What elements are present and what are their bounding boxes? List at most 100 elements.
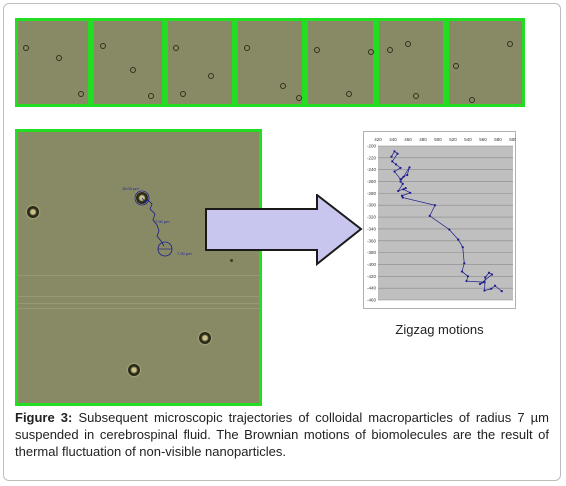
y-tick-label: -300	[367, 203, 377, 208]
trajectory-point	[391, 160, 394, 163]
track-start-marker	[134, 190, 150, 206]
particle-dot	[230, 259, 233, 262]
right-arrow-icon	[205, 194, 363, 266]
x-tick-label: 520	[449, 137, 457, 142]
trajectory-point	[463, 262, 466, 265]
particle-track	[141, 197, 165, 247]
colloidal-particle	[199, 332, 211, 344]
trajectory-point	[433, 204, 437, 207]
scale-label: 15.00 µm	[122, 186, 139, 191]
y-tick-label: -420	[367, 274, 377, 279]
trajectory-point	[461, 246, 464, 249]
time-lapse-frame	[91, 18, 165, 107]
focus-streak	[18, 296, 259, 297]
x-tick-label: 540	[464, 137, 472, 142]
trajectory-point	[483, 289, 486, 292]
trajectory-overlay	[134, 190, 173, 257]
trajectory-point	[393, 150, 396, 153]
trajectory-point	[409, 191, 412, 194]
trajectory-point	[493, 284, 497, 287]
trajectory-point	[390, 155, 393, 158]
colloidal-particle	[128, 364, 140, 376]
colloidal-particle	[27, 206, 39, 218]
trajectory-point	[399, 178, 402, 181]
trajectory-point	[399, 166, 402, 170]
trajectory-point	[478, 282, 482, 286]
trajectory-point	[400, 194, 404, 197]
x-tick-label: 440	[389, 137, 397, 142]
particle-dot	[387, 47, 393, 53]
x-tick-label: 460	[404, 137, 412, 142]
x-tick-label: 560	[479, 137, 487, 142]
particle-dot	[130, 67, 136, 73]
trajectory-series	[390, 150, 503, 293]
trajectory-point	[394, 163, 398, 166]
trajectory-point	[397, 189, 400, 193]
x-tick-label: 580	[494, 137, 502, 142]
particle-dot	[405, 41, 411, 47]
trajectory-point	[408, 166, 411, 169]
y-tick-label: -200	[367, 144, 377, 149]
y-tick-label: -220	[367, 155, 377, 160]
trajectory-point	[465, 279, 468, 283]
trajectory-point	[404, 186, 407, 190]
time-lapse-frame	[446, 18, 525, 107]
trajectory-point	[490, 287, 493, 290]
y-tick-label: -280	[367, 191, 377, 196]
trajectory-point	[457, 238, 460, 241]
time-lapse-frame	[235, 18, 305, 107]
trajectory-point	[402, 175, 405, 178]
particle-dot	[469, 97, 475, 103]
time-lapse-frame	[165, 18, 235, 107]
focus-streak	[18, 303, 259, 304]
particle-dot	[23, 45, 29, 51]
particle-dot	[507, 41, 513, 47]
particle-dot	[173, 45, 179, 51]
scale-label: 7.00 µm	[177, 251, 192, 256]
y-tick-label: -260	[367, 179, 377, 184]
y-tick-label: -460	[367, 298, 377, 303]
trajectory-point	[428, 214, 431, 217]
time-lapse-frame	[376, 18, 446, 107]
trajectory-point	[484, 276, 487, 279]
trajectory-point	[402, 188, 405, 191]
y-tick-label: -380	[367, 250, 377, 255]
y-tick-label: -340	[367, 226, 377, 231]
caption-label: Figure 3:	[15, 410, 73, 425]
particle-dot	[148, 93, 154, 99]
scale-label: 7.00 µm	[155, 219, 170, 224]
focus-streak	[18, 275, 259, 276]
particle-dot	[413, 93, 419, 99]
time-lapse-frame	[305, 18, 376, 107]
y-tick-label: -240	[367, 167, 377, 172]
trajectory-point	[448, 228, 451, 231]
plot-gridlines	[378, 145, 513, 301]
particle-dot	[368, 49, 374, 55]
particle-dot	[56, 55, 62, 61]
figure-caption: Figure 3: Subsequent microscopic traject…	[15, 409, 549, 460]
trajectory-point	[401, 196, 404, 199]
trajectory-point	[396, 152, 399, 155]
trajectory-point	[401, 182, 404, 186]
y-axis: -200-220-240-260-280-300-320-340-360-380…	[367, 144, 377, 303]
particle-dot	[100, 43, 106, 49]
x-tick-label: 500	[434, 137, 442, 142]
x-tick-label: 420	[374, 137, 382, 142]
particle-dot	[296, 95, 302, 101]
trajectory-point	[406, 173, 409, 177]
particle-dot	[314, 47, 320, 53]
plot-caption: Zigzag motions	[395, 322, 484, 337]
plot-area	[378, 146, 513, 300]
trajectory-point	[393, 170, 396, 173]
particle-dot	[346, 91, 352, 97]
trajectory-point	[466, 275, 470, 278]
trajectory-point	[490, 273, 494, 276]
trajectory-point	[500, 290, 503, 293]
x-tick-label: 480	[419, 137, 427, 142]
trajectory-point	[460, 270, 464, 273]
particle-dot	[244, 45, 250, 51]
focus-streak	[18, 308, 259, 309]
trajectory-point	[487, 271, 491, 274]
time-lapse-frame	[15, 18, 91, 107]
